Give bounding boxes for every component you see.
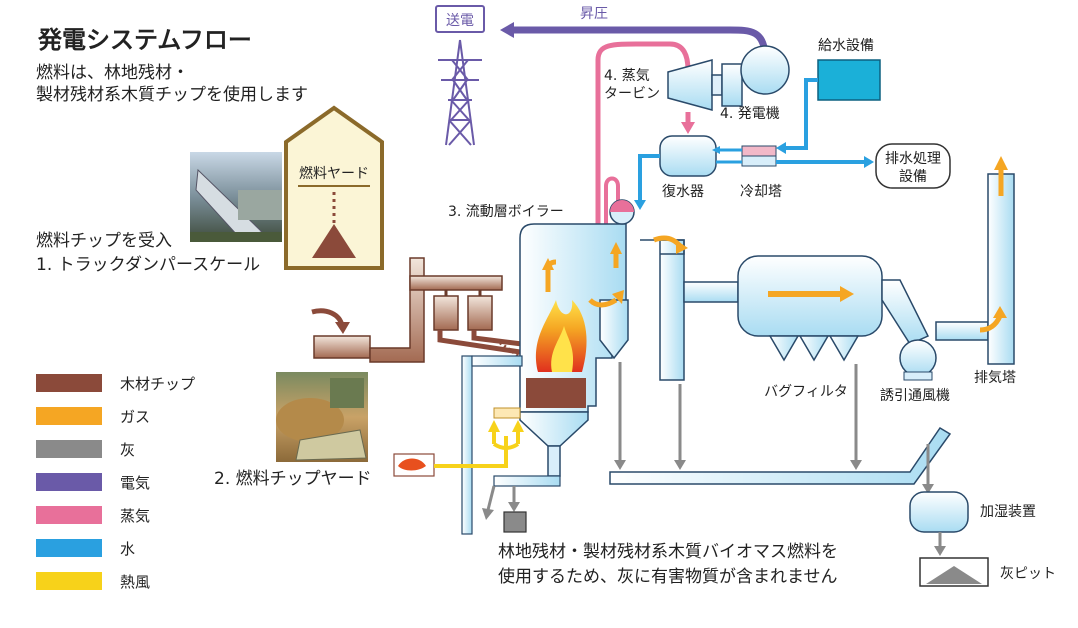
legend-label: 木材チップ [120, 375, 195, 393]
generator-label: 4. 発電機 [720, 106, 780, 122]
legend-label: ガス [120, 408, 150, 426]
water-supply-label: 給水設備 [818, 38, 874, 54]
hot-air-split [492, 430, 520, 450]
turbine-shaft [711, 74, 723, 96]
note-line-2: 使用するため、灰に有害物質が含まれません [498, 566, 838, 587]
water-supply-tank [817, 59, 881, 101]
truck-dumper-label: 1. トラックダンパースケール [36, 255, 260, 275]
legend-swatch [36, 473, 102, 491]
legend-label: 電気 [120, 474, 150, 492]
chip-yard-label: 2. 燃料チップヤード [214, 469, 372, 489]
turbine-coupling [721, 63, 743, 107]
note-line-1: 林地残材・製材残材系木質バイオマス燃料を [498, 542, 838, 562]
transmission-badge: 送電 [435, 5, 485, 33]
fuel-bed [526, 378, 586, 408]
boiler-ash-chute [547, 445, 561, 477]
legend-label: 熱風 [120, 573, 150, 591]
page-title: 発電システムフロー [37, 26, 252, 54]
legend-swatch [36, 506, 102, 524]
chip-feed-line-2 [471, 330, 523, 347]
fuel-yard-label: 燃料ヤード [299, 165, 369, 182]
steam-turbine [667, 59, 713, 111]
humidifier [909, 491, 969, 533]
electricity-arrow-icon [500, 22, 514, 38]
steam-turbine-label-2: タービン [604, 86, 660, 102]
subtitle-line2: 製材残材系木質チップを使用します [36, 84, 308, 105]
stack-exhaust-arrow-icon [994, 156, 1008, 170]
boiler-drum-steam [610, 200, 634, 212]
boiler-hopper [519, 411, 589, 447]
step-up-label: 昇圧 [580, 6, 608, 22]
chip-conveyor-top [409, 275, 503, 291]
condenser-label: 復水器 [662, 183, 704, 200]
legend-swatch [36, 440, 102, 458]
humidifier-label: 加湿装置 [980, 504, 1036, 520]
chip-elevator [369, 257, 425, 363]
bottom-ash-bin [503, 511, 527, 533]
cooling-tower-label: 冷却塔 [740, 184, 782, 200]
induced-draft-fan [899, 339, 937, 377]
flue-duct-horizontal [683, 281, 739, 303]
steam-turbine-label-1: 4. 蒸気 [604, 68, 650, 84]
bottom-ash-conveyor [493, 475, 561, 487]
ash-conveyor [609, 426, 952, 485]
subtitle-line1: 燃料は、林地残材・ [36, 63, 189, 83]
boiler-support-left [461, 355, 473, 535]
bag-filter-label: バグフィルタ [764, 384, 848, 400]
wastewater-label-2: 設備 [899, 169, 927, 185]
chip-silo-2 [467, 295, 493, 331]
exhaust-stack-label: 排気塔 [974, 370, 1016, 386]
condensate-arrow-icon [634, 200, 646, 210]
gas-arrow-2 [588, 297, 618, 308]
air-nozzle [493, 407, 521, 419]
water-supply-line [786, 78, 818, 150]
cw-arrow-icon [712, 146, 720, 154]
chip-yard-photo [276, 372, 368, 462]
receive-chips-label: 燃料チップを受入 [36, 231, 172, 251]
fan-inlet-duct [881, 279, 930, 345]
cooling-tower-top [741, 145, 777, 157]
legend-label: 蒸気 [120, 507, 150, 525]
wastewater-arrow-icon [864, 156, 874, 168]
flue-duct-vertical [659, 239, 685, 381]
flame-icon [535, 300, 587, 372]
chip-feed-line-1 [437, 330, 521, 355]
boiler-label: 3. 流動層ボイラー [448, 204, 564, 220]
generator [740, 45, 790, 95]
wastewater-label-1: 排水処理 [885, 151, 941, 167]
boiler-cyclone [599, 299, 629, 360]
steam-line-boiler [604, 176, 620, 290]
fuel-yard-building [284, 105, 384, 270]
ash-pit-label: 灰ピット [1000, 566, 1056, 582]
truck-dumper-photo [190, 152, 282, 242]
transmission-label: 送電 [446, 13, 474, 29]
chip-silo-1 [433, 295, 459, 331]
water-supply-arrow-icon [776, 142, 786, 154]
steam-down-arrow-icon [681, 122, 695, 134]
legend-label: 水 [120, 540, 135, 558]
stack-gas-arrow [979, 314, 1003, 333]
legend-swatch [36, 539, 102, 557]
boiler-support-top [471, 355, 523, 367]
steam-line-main [595, 41, 691, 290]
wastewater-treatment-box [875, 143, 951, 189]
condenser [659, 135, 717, 177]
chip-receiving-hopper [313, 335, 371, 359]
chip-feed-arrow-icon [335, 322, 350, 334]
exhaust-stack [987, 173, 1015, 365]
ash-pile-icon [926, 566, 982, 584]
transmission-tower-icon [438, 39, 482, 146]
legend-swatch [36, 374, 102, 392]
legend-swatch [36, 572, 102, 590]
legend-label: 灰 [120, 441, 135, 459]
burner-flame-icon [398, 458, 426, 471]
legend-swatch [36, 407, 102, 425]
induced-draft-fan-label: 誘引通風機 [880, 388, 950, 404]
condensate-line [638, 154, 660, 206]
cooling-tower-bottom [741, 155, 777, 167]
